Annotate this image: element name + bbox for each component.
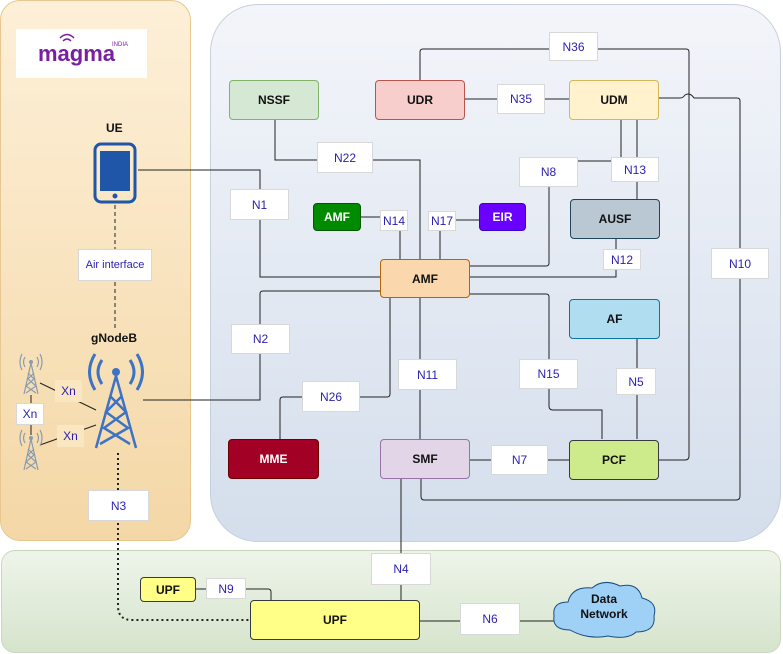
n10-label: N10 (711, 248, 769, 279)
n2-label: N2 (231, 324, 290, 354)
n15-label: N15 (519, 359, 578, 389)
n22-label: N22 (317, 142, 373, 173)
xn-label-1: Xn (55, 380, 82, 402)
n4-label: N4 (371, 553, 431, 585)
n5-label: N5 (616, 368, 656, 395)
ausf-node[interactable]: AUSF (570, 199, 660, 239)
n11-label: N11 (398, 359, 457, 390)
n26-label: N26 (302, 381, 360, 412)
xn-label-3: Xn (57, 425, 84, 447)
n3-label: N3 (88, 490, 149, 521)
small-tower-icon-top (19, 353, 43, 400)
af-node[interactable]: AF (569, 299, 660, 339)
n7-label: N7 (491, 445, 548, 475)
ue-title: UE (106, 121, 123, 135)
smf-node[interactable]: SMF (380, 439, 470, 479)
cloud-icon (553, 582, 656, 638)
upf-node[interactable]: UPF (250, 600, 420, 640)
n9-label: N9 (206, 578, 246, 599)
logo-superscript: INDIA (112, 42, 128, 48)
n14-label: N14 (380, 210, 408, 231)
pcf-node[interactable]: PCF (569, 440, 659, 480)
gnodeb-title: gNodeB (91, 331, 137, 345)
small-tower-icon-bottom (19, 429, 43, 476)
xn-label-2: Xn (16, 403, 44, 425)
magma-logo: magma INDIA (16, 29, 147, 78)
n6-label: N6 (460, 603, 520, 635)
udr-node[interactable]: UDR (375, 80, 465, 120)
n8-label: N8 (519, 157, 578, 187)
n35-label: N35 (497, 84, 545, 114)
magma-logo-graphic: magma INDIA (38, 33, 128, 66)
gnodeb-tower-icon[interactable] (88, 350, 144, 455)
n36-label: N36 (549, 32, 598, 61)
amf-node[interactable]: AMF (380, 259, 470, 298)
data-network-label: Data Network (580, 592, 628, 621)
logo-text: magma (38, 41, 116, 66)
mme-node[interactable]: MME (228, 439, 319, 479)
nssf-node[interactable]: NSSF (229, 80, 319, 120)
amf-small-node[interactable]: AMF (313, 203, 361, 231)
air-interface-label: Air interface (78, 249, 152, 281)
n17-label: N17 (428, 211, 456, 231)
data-network-node[interactable]: Data Network (548, 578, 660, 640)
upf-small-node[interactable]: UPF (140, 577, 196, 602)
n12-label: N12 (603, 249, 641, 270)
n13-label: N13 (611, 157, 659, 182)
ue-phone-icon[interactable] (93, 142, 137, 209)
eir-node[interactable]: EIR (479, 203, 526, 231)
n1-label: N1 (230, 189, 289, 220)
udm-node[interactable]: UDM (569, 80, 659, 120)
